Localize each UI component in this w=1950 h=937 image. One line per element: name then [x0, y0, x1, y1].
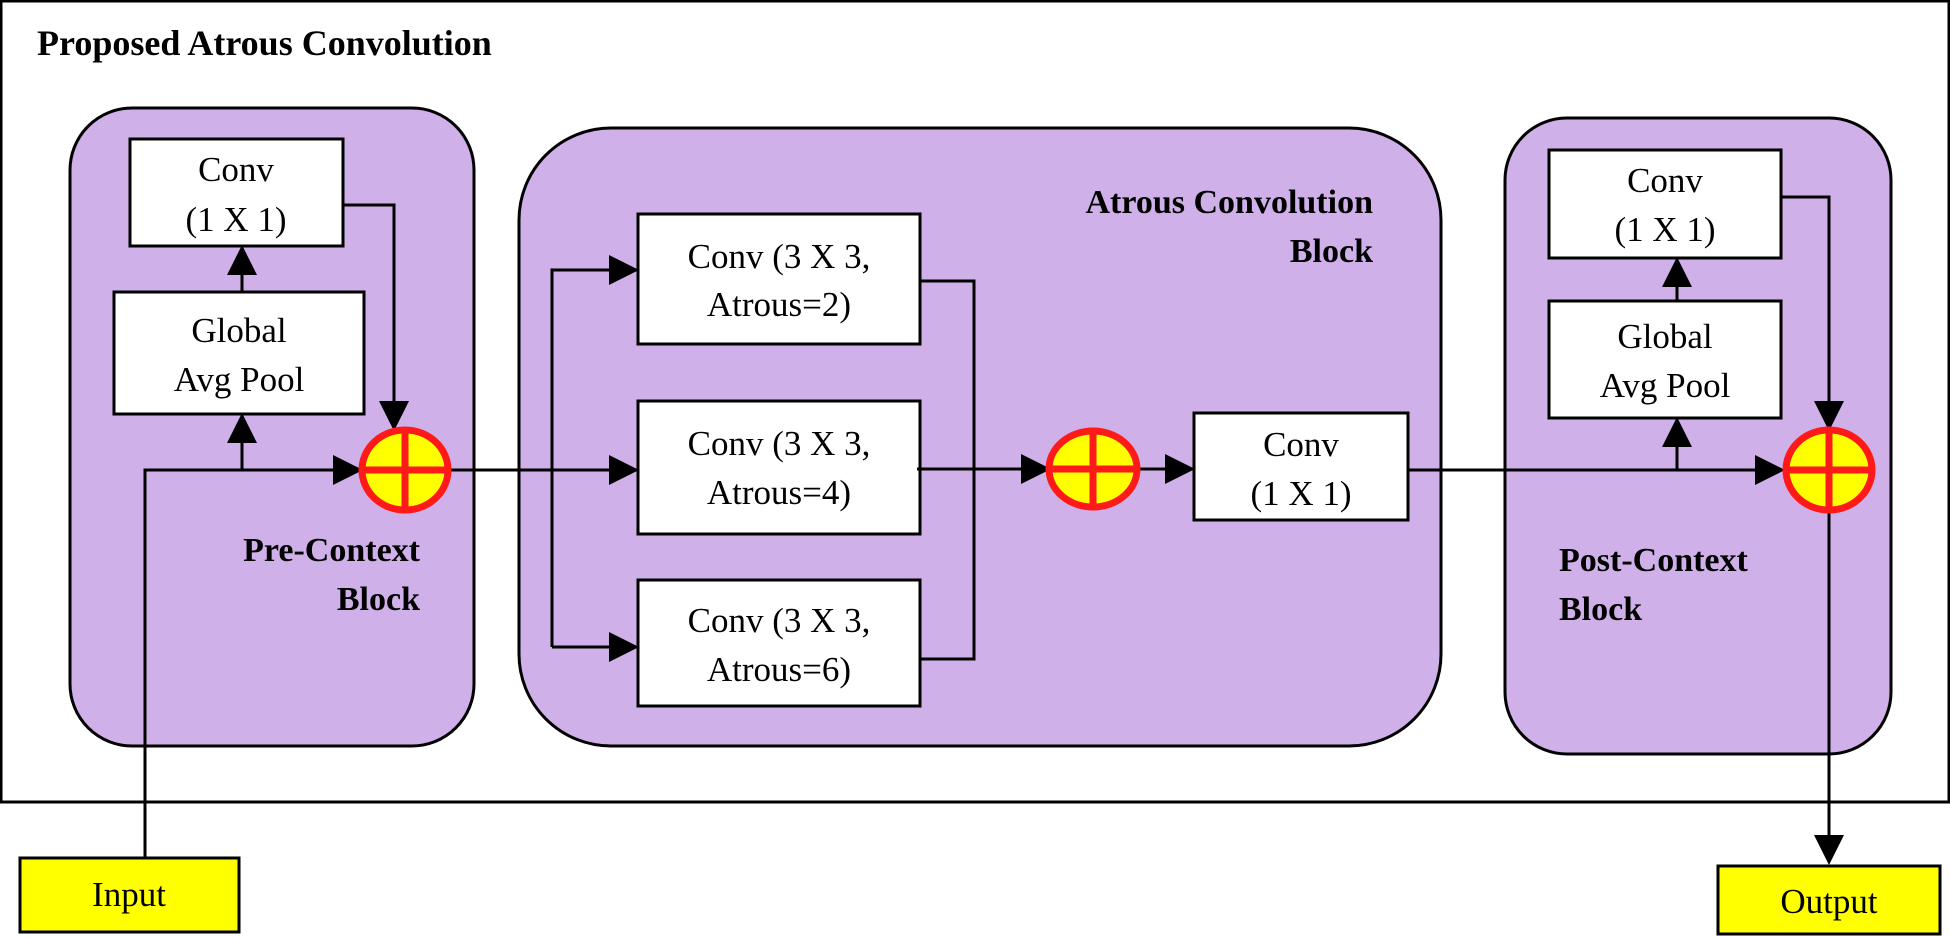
pre-context-block — [68, 106, 476, 748]
output-label: Output — [1780, 882, 1878, 921]
pre-context-pool-box — [112, 290, 366, 416]
pre-context-pool-line2: Avg Pool — [174, 360, 305, 399]
pre-context-pool-line1: Global — [191, 311, 287, 350]
input-box — [18, 856, 241, 934]
post-context-pool-box — [1547, 299, 1783, 420]
atrous-branch-line1: Conv (3 X 3, — [688, 424, 871, 463]
atrous-fuse-conv-line1: Conv — [1263, 425, 1339, 464]
pre-context-label-line2: Block — [337, 581, 420, 618]
post-context-pool-line1: Global — [1617, 317, 1713, 356]
diagram-title: Proposed Atrous Convolution — [37, 23, 492, 63]
atrous-fuse-conv-line2: (1 X 1) — [1250, 474, 1351, 513]
post-context-adder — [1782, 426, 1876, 514]
pre-context-label-line1: Pre-Context — [243, 532, 421, 569]
post-context-conv-line1: Conv — [1627, 161, 1703, 200]
atrous-block-label-line1: Atrous Convolution — [1086, 184, 1374, 221]
atrous-branch-line1: Conv (3 X 3, — [688, 601, 871, 640]
post-context-conv-box — [1547, 148, 1783, 260]
connector-post-conv-to-adder — [1781, 195, 1844, 431]
atrous-branch-box — [636, 212, 922, 346]
post-context-label-line1: Post-Context — [1559, 542, 1749, 579]
output-box — [1716, 864, 1942, 936]
atrous-branch-box — [636, 399, 922, 536]
atrous-branch-line2: Atrous=2) — [707, 285, 851, 324]
atrous-block-label-line2: Block — [1290, 233, 1373, 270]
atrous-branch-line1: Conv (3 X 3, — [688, 237, 871, 276]
post-context-conv-line2: (1 X 1) — [1614, 210, 1715, 249]
atrous-merge-adder — [1045, 427, 1141, 511]
pre-context-adder — [358, 426, 452, 514]
atrous-branch-line2: Atrous=6) — [707, 650, 851, 689]
pre-context-conv-box — [128, 137, 345, 248]
connector-input-to-adder — [143, 455, 363, 858]
atrous-fuse-conv-box — [1192, 411, 1410, 522]
pre-context-conv-line1: Conv — [198, 150, 274, 189]
atrous-branch-line2: Atrous=4) — [707, 473, 851, 512]
atrous-branch-box — [636, 578, 922, 708]
pre-context-conv-line2: (1 X 1) — [185, 200, 286, 239]
post-context-label-line2: Block — [1559, 591, 1642, 628]
connector-pre-conv-to-adder — [343, 203, 409, 431]
post-context-block — [1503, 116, 1893, 756]
post-context-pool-line2: Avg Pool — [1600, 366, 1731, 405]
input-label: Input — [92, 875, 166, 914]
connectors — [143, 195, 1844, 865]
